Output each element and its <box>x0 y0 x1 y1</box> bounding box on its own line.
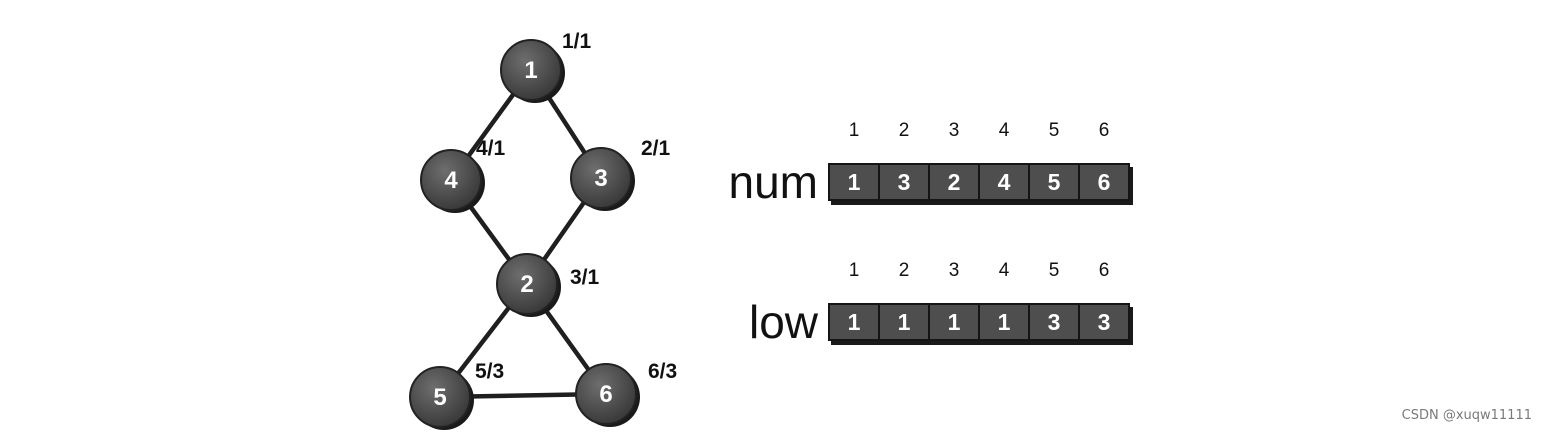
node-label: 6 <box>599 381 612 408</box>
node-annotation: 2/1 <box>641 137 671 160</box>
num-index-3: 3 <box>948 120 960 141</box>
node-annotation: 4/1 <box>476 137 506 160</box>
node-4: 4 4/1 <box>420 137 506 213</box>
low-cell-1: 1 <box>828 303 880 341</box>
node-circle <box>420 149 482 211</box>
low-index-2: 2 <box>898 260 910 281</box>
num-index-2: 2 <box>898 120 910 141</box>
node-circle <box>409 366 471 428</box>
node-3: 3 2/1 <box>570 137 671 211</box>
num-index-6: 6 <box>1098 120 1110 141</box>
low-array-indices: 1 2 3 4 5 6 <box>828 260 1130 282</box>
node-annotation: 3/1 <box>570 266 600 289</box>
low-index-4: 4 <box>998 260 1010 281</box>
num-array-label: num <box>728 156 818 208</box>
low-index-6: 6 <box>1098 260 1110 281</box>
node-label: 1 <box>524 57 537 84</box>
node-circle <box>500 39 562 101</box>
low-array-label: low <box>748 296 818 348</box>
node-circle <box>575 363 637 425</box>
low-cell-5: 3 <box>1028 303 1080 341</box>
low-cell-3: 1 <box>928 303 980 341</box>
num-index-5: 5 <box>1048 120 1060 141</box>
node-label: 5 <box>433 384 446 411</box>
node-circle <box>570 147 632 209</box>
node-6: 6 6/3 <box>575 360 677 427</box>
low-index-3: 3 <box>948 260 960 281</box>
node-annotation: 6/3 <box>648 360 677 383</box>
node-1: 1 1/1 <box>500 30 592 103</box>
num-array-indices: 1 2 3 4 5 6 <box>828 120 1130 142</box>
num-index-4: 4 <box>998 120 1010 141</box>
watermark: CSDN @xuqw11111 <box>1401 408 1532 423</box>
num-cell-3: 2 <box>928 163 980 201</box>
num-cell-1: 1 <box>828 163 880 201</box>
node-5: 5 5/3 <box>409 360 504 430</box>
node-circle <box>496 253 558 315</box>
num-cell-6: 6 <box>1078 163 1130 201</box>
num-cell-2: 3 <box>878 163 930 201</box>
node-2: 2 3/1 <box>496 253 600 317</box>
low-cell-2: 1 <box>878 303 930 341</box>
low-cell-4: 1 <box>978 303 1030 341</box>
node-label: 4 <box>444 167 458 194</box>
num-index-1: 1 <box>848 120 860 141</box>
low-index-1: 1 <box>848 260 860 281</box>
node-annotation: 5/3 <box>475 360 504 383</box>
node-annotation: 1/1 <box>562 30 592 53</box>
low-cell-6: 3 <box>1078 303 1130 341</box>
low-index-5: 5 <box>1048 260 1060 281</box>
node-label: 2 <box>520 271 533 298</box>
node-label: 3 <box>594 165 607 192</box>
num-cell-4: 4 <box>978 163 1030 201</box>
num-cell-5: 5 <box>1028 163 1080 201</box>
